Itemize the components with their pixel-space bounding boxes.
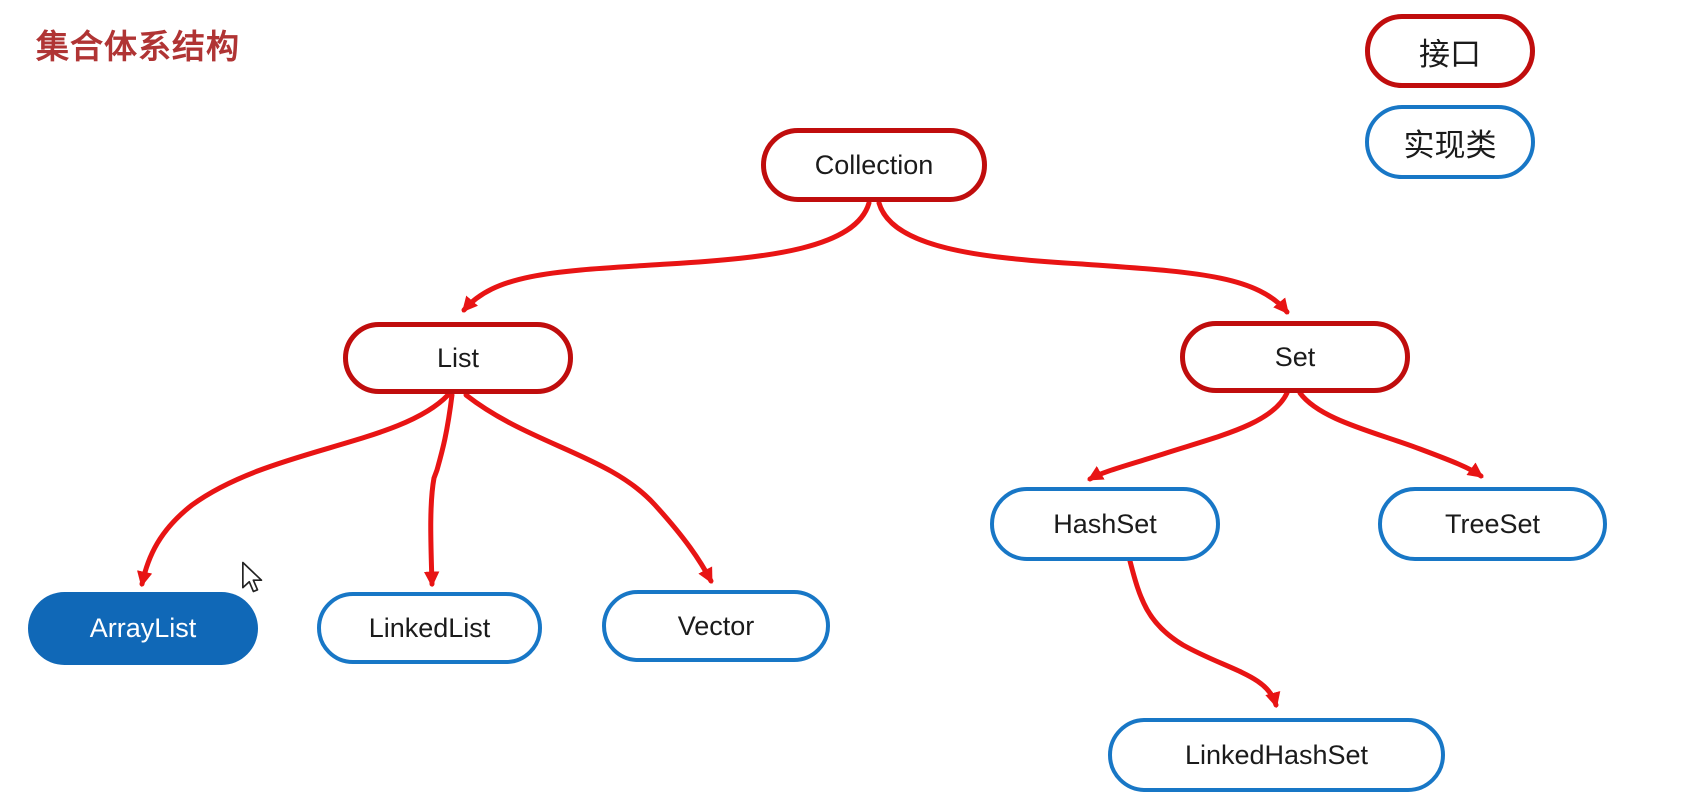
- node-arraylist-label: ArrayList: [89, 613, 197, 643]
- node-collection-label: Collection: [814, 149, 934, 180]
- node-linkedhashset-label: LinkedHashSet: [1184, 739, 1369, 770]
- edge-hashset-linkedhashset: [1127, 558, 1281, 708]
- edge-set-hashset: [1087, 390, 1290, 482]
- node-treeset-label: TreeSet: [1444, 508, 1541, 539]
- node-collection[interactable]: Collection: [761, 128, 987, 202]
- legend-implementation-pill: 实现类: [1365, 105, 1535, 179]
- node-linkedlist[interactable]: LinkedList: [317, 592, 542, 664]
- node-set[interactable]: Set: [1180, 321, 1410, 393]
- node-vector-label: Vector: [677, 610, 755, 641]
- node-list[interactable]: List: [343, 322, 573, 394]
- node-treeset[interactable]: TreeSet: [1378, 487, 1607, 561]
- node-linkedhashset[interactable]: LinkedHashSet: [1108, 718, 1445, 792]
- legend-interface-pill: 接口: [1365, 14, 1535, 88]
- edge-list-linkedlist: [423, 392, 455, 588]
- mouse-cursor-icon: [242, 561, 263, 593]
- node-set-label: Set: [1274, 341, 1316, 372]
- edge-collection-list: [461, 200, 872, 313]
- legend-interface-label: 接口: [1419, 36, 1481, 72]
- edge-list-vector: [463, 392, 714, 584]
- node-vector[interactable]: Vector: [602, 590, 830, 662]
- node-arraylist[interactable]: ArrayList: [28, 592, 258, 665]
- edge-list-arraylist: [137, 392, 451, 588]
- node-hashset[interactable]: HashSet: [990, 487, 1220, 561]
- legend-implementation-label: 实现类: [1403, 127, 1497, 163]
- edge-collection-set: [876, 200, 1290, 315]
- node-list-label: List: [436, 342, 480, 373]
- page-title: 集合体系结构: [36, 28, 240, 65]
- node-hashset-label: HashSet: [1053, 508, 1157, 539]
- node-linkedlist-label: LinkedList: [368, 612, 491, 643]
- edge-set-treeset: [1297, 390, 1484, 479]
